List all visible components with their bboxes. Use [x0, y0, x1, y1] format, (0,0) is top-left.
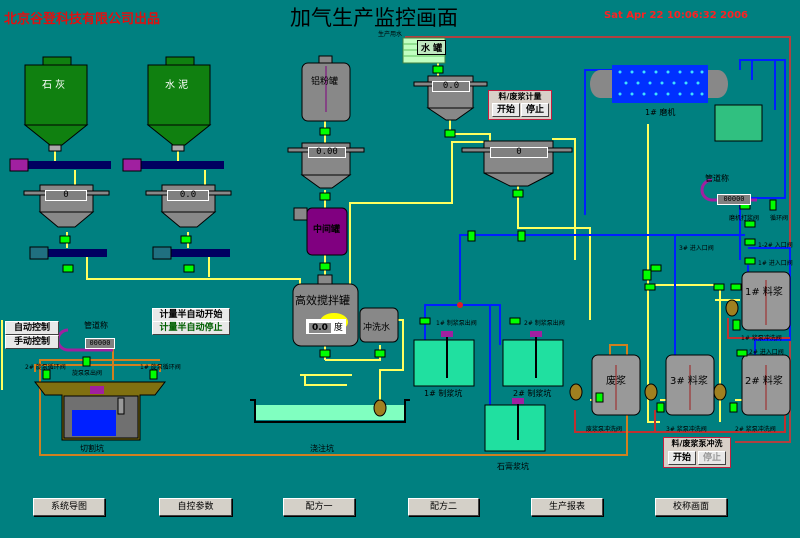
lime-scale-value: 0 [45, 190, 87, 201]
nav-auto-params-button[interactable]: 自控参数 [159, 498, 232, 516]
pipe-scale-right-label: 管道称 [705, 174, 729, 183]
silo-lime-label: 石 灰 [42, 80, 66, 91]
pipe-scale-left-value: 00000 [85, 338, 115, 349]
silo-cement [146, 56, 212, 152]
mixer-temperature: 0.0 度 [306, 319, 346, 334]
slurry1-label: 1# 料浆 [745, 287, 783, 298]
valve-label: 废浆泵冲洗阀 [586, 426, 623, 433]
mixer-temp-value: 0.0 [309, 323, 331, 333]
slurry-scale-value: 0 [490, 147, 548, 158]
silo-lime [23, 56, 89, 152]
cement-scale-value: 0.0 [167, 190, 209, 201]
water-tank-label: 水 罐 [417, 40, 447, 55]
pit1-label: 1# 制浆坑 [424, 389, 463, 398]
process-water-label: 生产用水 [378, 31, 403, 38]
metering-stop-button[interactable]: 停止 [521, 103, 549, 117]
aluminum-scale-value: 0.00 [308, 147, 346, 158]
mixer-label: 高效搅拌罐 [295, 294, 350, 307]
valve-label: 1# 旋泵循环阀 [140, 364, 181, 371]
valve-label: 1# 进入口阀 [758, 260, 793, 267]
company-name: 北京谷登科技有限公司出品 [4, 12, 161, 27]
gypsum-pit-label: 石膏浆坑 [497, 462, 529, 471]
flush-stop-button[interactable]: 停止 [698, 451, 726, 465]
datetime: Sat Apr 22 10:06:32 2006 [604, 10, 748, 21]
nav-production-report-button[interactable]: 生产报表 [531, 498, 603, 516]
pipe-scale-right-value: 00000 [717, 194, 751, 205]
flush-panel: 料/废浆泵冲洗 开始 停止 [663, 437, 731, 468]
metering-title: 料/废浆计量 [498, 92, 542, 101]
valve-label: 3# 进入口阀 [679, 245, 714, 252]
valve-label: 2# 旋泵循环阀 [25, 364, 66, 371]
auto-control-button[interactable]: 自动控制 [5, 321, 59, 335]
valve-label: 循环阀 [770, 215, 789, 222]
pipe-scale-left-label: 管道称 [84, 321, 108, 330]
valve-label: 旋泵泵出阀 [72, 370, 103, 377]
cutting-pit-label: 切割坑 [80, 444, 104, 453]
flush-title: 料/废浆泵冲洗 [671, 439, 723, 448]
nav-recipe2-button[interactable]: 配方二 [408, 498, 479, 516]
manual-control-button[interactable]: 手动控制 [5, 335, 59, 349]
waste-slurry-label: 废浆 [606, 376, 626, 387]
metering-start-button[interactable]: 开始 [492, 103, 520, 117]
valve-label: 磨机打浆阀 [729, 215, 760, 222]
nav-system-map-button[interactable]: 系统导图 [33, 498, 105, 516]
valve-label: 2# 制浆泵出阀 [524, 320, 565, 327]
semi-auto-stop-button[interactable]: 计量半自动停止 [152, 321, 230, 335]
aluminum-tank-label: 铝粉罐 [311, 77, 339, 87]
flush-start-button[interactable]: 开始 [668, 451, 696, 465]
water-scale-value: 0.0 [432, 81, 470, 92]
valve-label: 3# 浆泵冲洗阀 [666, 426, 707, 433]
nav-recipe1-button[interactable]: 配方一 [283, 498, 355, 516]
valve-label: 2# 进入口阀 [749, 349, 784, 356]
flush-water-label: 冲洗水 [363, 323, 391, 333]
slurry3-label: 3# 料浆 [670, 376, 708, 387]
semi-auto-start-button[interactable]: 计量半自动开始 [152, 308, 230, 322]
metering-panel: 料/废浆计量 开始 停止 [488, 90, 552, 120]
intermediate-tank-label: 中间罐 [313, 225, 341, 235]
silo-cement-label: 水 泥 [165, 80, 189, 91]
valve-label: 1-2# 入口阀 [758, 242, 793, 249]
slurry2-label: 2# 料浆 [745, 376, 783, 387]
pit2-label: 2# 制浆坑 [513, 389, 552, 398]
mill-label: 1# 磨机 [645, 108, 676, 117]
nav-calibration-button[interactable]: 校称画面 [655, 498, 727, 516]
valve-label: 1# 浆泵冲洗阀 [741, 335, 782, 342]
valve-label: 1# 制浆泵出阀 [436, 320, 477, 327]
page-title: 加气生产监控画面 [290, 6, 458, 30]
valve-label: 2# 浆泵冲洗阀 [735, 426, 776, 433]
mixer-temp-unit: 度 [333, 323, 343, 333]
pouring-pit-label: 浇注坑 [310, 444, 334, 453]
